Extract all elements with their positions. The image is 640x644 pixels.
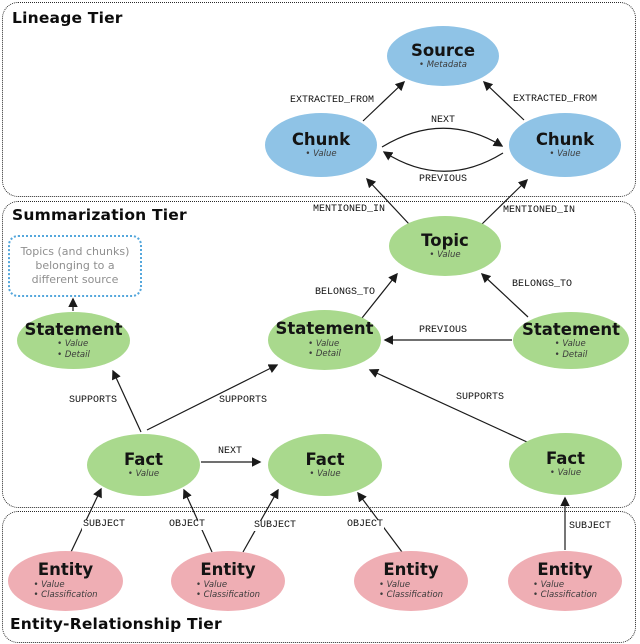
edge-next-chunks [381,127,504,148]
edge-mentioned-in-right [480,178,529,226]
tier-box-summarization [2,201,636,508]
node-title: Entity [200,560,256,580]
edge-label-object-entity2: OBJECT [167,519,207,530]
node-attribute: Value [533,580,597,591]
node-attribute: Metadata [419,60,467,71]
node-attribute: Value [429,250,460,261]
edge-supports-right [368,369,528,443]
node-attribute: Value [308,339,341,350]
note-line: Topics (and chunks) [20,245,130,259]
node-attribute: Value [549,149,580,160]
node-attribute: Value [305,149,336,160]
node-attribute: Detail [57,350,90,361]
node-attribute: Detail [308,349,341,360]
node-attribute: Classification [33,590,97,601]
node-attribute: Value [309,469,340,480]
tier-label-lineage: Lineage Tier [12,9,123,27]
tier-box-entity-relationship [2,511,636,643]
edge-label-next-chunks: NEXT [429,115,457,126]
node-source: Source Metadata [387,26,499,86]
node-title: Entity [37,560,94,580]
node-entity-1: Entity Value Classification [8,551,123,611]
node-entity-2: Entity Value Classification [171,551,285,611]
edge-label-previous-statements: PREVIOUS [417,325,469,336]
edge-label-extracted-from-right: EXTRACTED_FROM [511,94,599,105]
edge-supports-left [112,369,142,433]
node-title: Chunk [291,129,351,149]
node-chunk-left: Chunk Value [265,113,377,177]
node-chunk-right: Chunk Value [509,113,621,177]
node-attribute: Detail [555,350,587,361]
edge-label-subject-entity1: SUBJECT [81,519,127,530]
node-statement-right: Statement Value Detail [513,312,629,369]
edge-supports-middle [146,364,279,431]
node-attribute: Classification [379,590,443,601]
node-title: Entity [383,560,439,580]
edge-label-supports-left: SUPPORTS [67,395,119,406]
node-title: Fact [123,449,164,469]
node-attribute: Value [379,580,443,591]
node-fact-left: Fact Value [87,434,200,496]
node-attribute: Value [555,339,588,350]
edge-belongs-to-middle [361,272,398,319]
edge-label-belongs-to-middle: BELONGS_TO [313,287,377,298]
edge-belongs-to-right [480,273,529,318]
node-attribute: Classification [196,590,260,601]
node-title: Fact [545,448,586,468]
node-fact-middle: Fact Value [268,434,382,496]
node-topic: Topic Value [389,216,501,276]
edge-label-subject-entity2: SUBJECT [252,520,298,531]
node-attribute: Value [57,339,90,350]
edge-label-subject-entity4: SUBJECT [567,521,613,532]
node-title: Statement [521,319,620,339]
edge-label-supports-right: SUPPORTS [454,392,506,403]
node-title: Statement [275,319,374,339]
edge-extracted-from-right [482,81,525,121]
tier-box-lineage [2,2,636,197]
tier-label-summarization: Summarization Tier [12,206,187,224]
edge-label-object-entity3: OBJECT [345,519,385,530]
node-fact-right: Fact Value [509,433,622,495]
node-entity-4: Entity Value Classification [508,551,622,611]
node-title: Chunk [535,129,595,149]
tier-label-entity-relationship: Entity-Relationship Tier [10,615,222,633]
edge-label-mentioned-in-left: MENTIONED_IN [311,204,387,215]
edge-previous-chunks [382,151,504,172]
node-attribute: Classification [533,590,597,601]
node-attribute: Value [550,468,581,479]
edge-extracted-from-left [362,81,406,122]
node-attribute: Value [128,469,159,480]
edge-label-extracted-from-left: EXTRACTED_FROM [288,95,376,106]
edge-label-mentioned-in-right: MENTIONED_IN [501,205,577,216]
node-title: Fact [305,449,345,469]
node-title: Source [410,40,476,60]
edge-label-previous-chunks: PREVIOUS [417,174,469,185]
node-statement-left: Statement Value Detail [17,312,130,369]
node-attribute: Value [33,580,97,591]
node-attribute: Value [196,580,260,591]
edge-label-supports-middle: SUPPORTS [217,395,269,406]
node-title: Entity [537,560,593,580]
note-line: different source [31,272,119,286]
edge-label-next-facts: NEXT [216,446,244,457]
note-line: belonging to a [35,259,115,273]
node-title: Topic [421,230,469,250]
edge-mentioned-in-left [366,177,410,225]
node-entity-3: Entity Value Classification [354,551,468,611]
node-statement-middle: Statement Value Detail [268,310,381,370]
node-title: Statement [24,319,123,339]
note-different-source: Topics (and chunks) belonging to a diffe… [8,235,142,297]
edge-label-belongs-to-right: BELONGS_TO [510,279,574,290]
